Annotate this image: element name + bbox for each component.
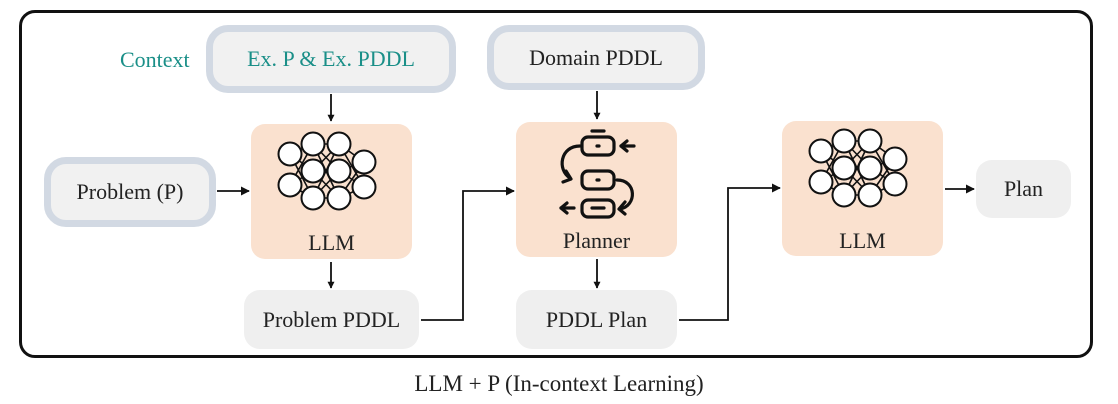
neural-network-icon xyxy=(277,131,377,211)
arrow-problem-pddl-to-planner xyxy=(421,186,515,321)
domain-pddl-box: Domain PDDL xyxy=(487,25,705,90)
pddl-plan-node: PDDL Plan xyxy=(516,290,677,349)
planner-label: Planner xyxy=(562,228,631,253)
llm-label-1: LLM xyxy=(308,230,355,255)
problem-pddl-node: Problem PDDL xyxy=(244,290,419,349)
diagram-frame xyxy=(19,10,1093,358)
context-label: Context xyxy=(120,47,190,72)
llm-label-2: LLM xyxy=(839,228,886,253)
neural-network-icon xyxy=(808,128,908,208)
arrow-pddl-plan-to-llm xyxy=(679,183,781,321)
example-input-box: Ex. P & Ex. PDDL xyxy=(206,25,456,93)
plan-output-node: Plan xyxy=(976,160,1071,218)
diagram-caption: LLM + P (In-context Learning) xyxy=(414,371,704,396)
problem-input-box: Problem (P) xyxy=(44,157,216,227)
planner-icon xyxy=(559,129,636,219)
